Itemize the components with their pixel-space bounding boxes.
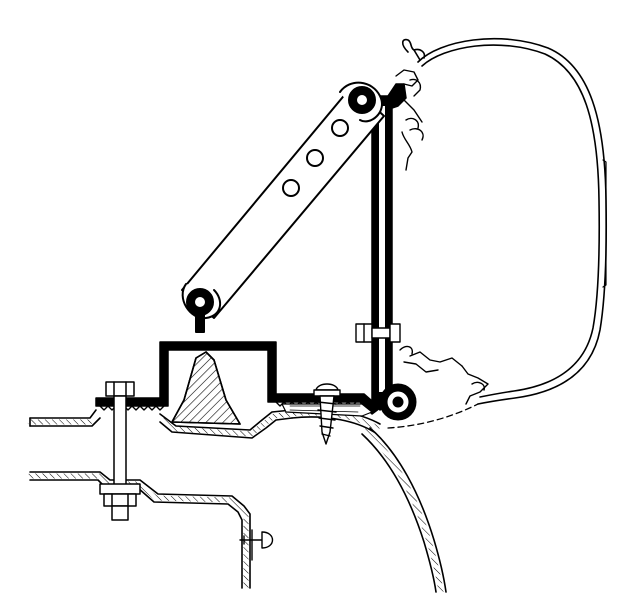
nut (99, 483, 141, 521)
mounting-block (171, 351, 241, 425)
adapter-bracket (95, 341, 381, 415)
small-bolt (355, 323, 401, 343)
wall-bracket (371, 83, 417, 421)
vehicle-body-curve (361, 427, 447, 595)
inner-panel (27, 471, 274, 591)
bolt (105, 381, 135, 507)
support-arm (181, 81, 385, 333)
awning-cassette (387, 37, 608, 429)
screw (313, 383, 341, 445)
